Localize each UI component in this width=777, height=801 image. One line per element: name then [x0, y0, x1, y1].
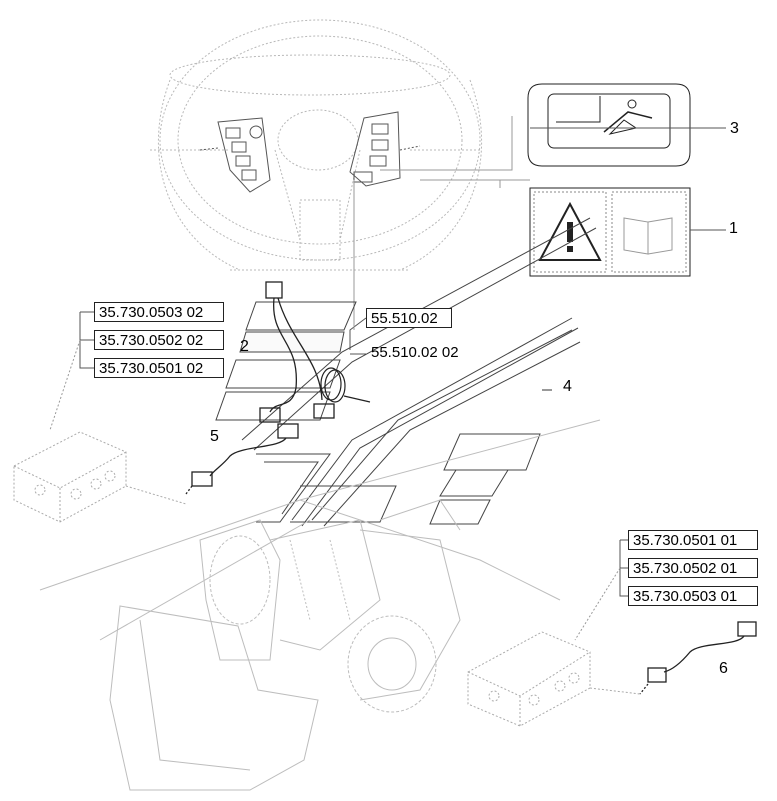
ref-label[interactable]: 35.730.0502 01 [628, 558, 758, 578]
ref-label[interactable]: 55.510.02 02 [371, 344, 459, 361]
ref-label[interactable]: 35.730.0503 02 [94, 302, 224, 322]
ref-label[interactable]: 35.730.0503 01 [628, 586, 758, 606]
callout-4: 4 [563, 378, 572, 395]
left-control-unit [13, 431, 187, 523]
left-switch-pod [199, 117, 271, 193]
clip-4 [320, 367, 552, 403]
decal-stripe-panels [215, 217, 597, 527]
steering-wheel-ghost [150, 19, 483, 271]
decal-switch-symbol [527, 83, 691, 167]
right-switch-pod [349, 111, 421, 187]
right-control-unit [467, 631, 641, 727]
ref-label[interactable]: 55.510.02 [366, 308, 452, 328]
callout-3: 3 [730, 120, 739, 137]
ref-label[interactable]: 35.730.0501 02 [94, 358, 224, 378]
decal-warning-manual [529, 187, 691, 277]
loader-tractor-ghost [39, 419, 601, 791]
callout-1: 1 [729, 220, 738, 237]
harness-5 [185, 423, 299, 495]
harness-6 [639, 621, 757, 695]
ref-label[interactable]: 35.730.0502 02 [94, 330, 224, 350]
leader-lines [49, 116, 726, 641]
callout-2: 2 [240, 338, 249, 355]
ref-label[interactable]: 35.730.0501 01 [628, 530, 758, 550]
harness-2 [259, 281, 335, 423]
callout-6: 6 [719, 660, 728, 677]
callout-5: 5 [210, 428, 219, 445]
